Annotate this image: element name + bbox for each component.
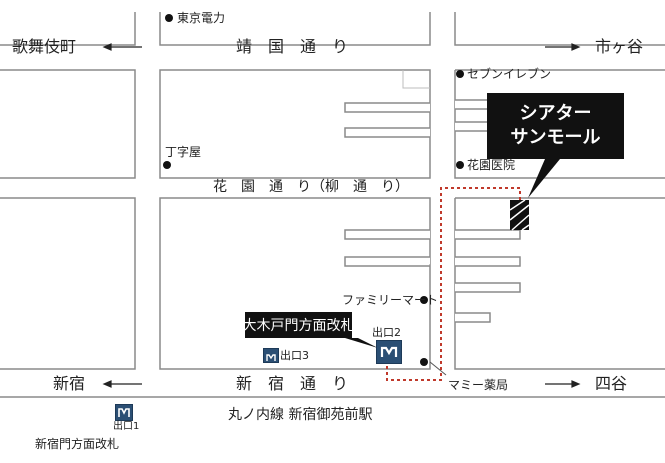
alley [344, 127, 430, 138]
alley [344, 102, 430, 113]
block-outline [159, 69, 431, 179]
venue-name-line1: シアター [519, 103, 592, 124]
block-outline [454, 198, 665, 370]
exit2-label: 出口2 [372, 326, 401, 339]
arrow-left-icon [102, 43, 112, 51]
gate-okido-label: 大木戸門方面改札 [242, 318, 355, 334]
location-dot-icon [165, 14, 173, 22]
landmark-hanazono-hospital: 花園医院 [467, 158, 516, 172]
leader-line [429, 361, 447, 376]
venue-name-line2: サンモール [510, 127, 601, 148]
alley [455, 312, 491, 323]
block-outline [454, 12, 665, 46]
gate-okido-callout: 大木戸門方面改札 [242, 312, 355, 338]
landmark-tepco: 東京電力 [177, 11, 226, 25]
block-outline [159, 12, 431, 46]
arrow-left-icon [102, 380, 112, 388]
metro-icon [115, 404, 133, 421]
alley [455, 256, 521, 267]
gate-shinjukumon-label: 新宿門方面改札 [35, 437, 120, 451]
block-outline [0, 69, 136, 179]
street-name-shinjuku: 新 宿 通 り [236, 374, 349, 393]
street-name-hanazono: 花 園 通 り（柳 通 り） [213, 179, 409, 195]
arrow-right-icon [571, 380, 581, 388]
block-outline [159, 197, 431, 370]
callout-pointer [528, 159, 560, 198]
alley [455, 282, 521, 293]
landmark-familymart: ファミリーマート [342, 293, 439, 307]
theater-marker-icon [509, 199, 530, 231]
building-outline [402, 70, 430, 89]
block-outline [0, 12, 136, 46]
direction-shinjuku: 新宿 [53, 374, 86, 393]
landmark-mami-pharmacy: マミー薬局 [448, 378, 509, 392]
block-outline [0, 197, 136, 370]
alley [344, 256, 430, 267]
location-dot-icon [420, 296, 428, 304]
location-dot-icon [456, 161, 464, 169]
arrow-right-icon [571, 43, 581, 51]
alley [455, 229, 521, 240]
landmark-chojiya: 丁字屋 [165, 145, 202, 159]
exit3-label: 出口3 [280, 349, 309, 362]
street-name-yasukuni: 靖 国 通 り [236, 37, 349, 56]
venue-callout: シアター サンモール [487, 93, 624, 159]
exit1-label: 出口1 [113, 421, 140, 432]
direction-kabukicho: 歌舞伎町 [12, 37, 77, 56]
walking-route [386, 187, 521, 381]
alley [344, 229, 430, 240]
metro-icon [376, 340, 402, 364]
direction-ichigaya: 市ヶ谷 [595, 37, 644, 56]
callout-pointer [345, 338, 378, 348]
landmark-seven-eleven: セブンイレブン [467, 67, 552, 81]
location-dot-icon [420, 358, 428, 366]
metro-icon [263, 348, 279, 363]
location-dot-icon [456, 70, 464, 78]
location-dot-icon [163, 161, 171, 169]
station-line-name: 丸ノ内線 新宿御苑前駅 [228, 407, 373, 423]
direction-yotsuya: 四谷 [595, 374, 628, 393]
